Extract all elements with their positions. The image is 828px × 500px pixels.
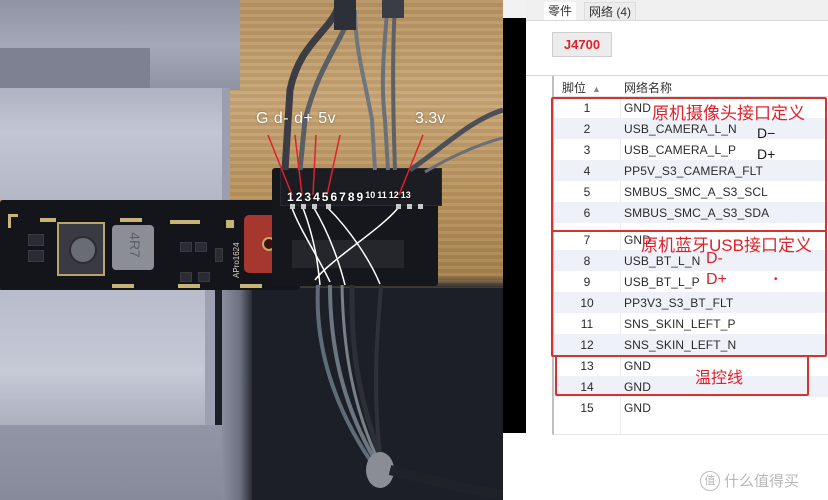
bluetooth-dplus-label: D+ xyxy=(706,271,727,288)
tab-bar: 零件 网络 (4) xyxy=(526,0,828,21)
connector-pin-numbers: 1 2 3 4 5 6 7 8 9 10 11 12 13 xyxy=(287,190,411,204)
pin-number: 8 xyxy=(347,190,355,204)
stray-dot: • xyxy=(774,274,778,285)
wires-and-pointers xyxy=(267,0,503,488)
bluetooth-dminus-label: D- xyxy=(706,250,723,267)
thermal-annotation-title: 温控线 xyxy=(695,370,744,387)
table-header: 脚位▲ 网络名称 xyxy=(554,76,828,97)
pin-number: 7 xyxy=(339,190,346,204)
pin-number: 1 xyxy=(287,190,294,204)
pin-number: 13 xyxy=(400,190,411,200)
metal-housing-edge xyxy=(222,290,252,500)
camera-sensor xyxy=(57,222,105,276)
camera-lens-icon xyxy=(69,236,97,264)
pin-number: 9 xyxy=(356,190,364,204)
camera-dminus-label: D− xyxy=(757,125,776,141)
watermark: 值 什么值得买 xyxy=(700,470,799,491)
inductor-component: 4R7 xyxy=(112,225,154,270)
divider xyxy=(526,75,828,76)
thermal-annotation-box xyxy=(555,355,809,396)
hardware-photo: 4R7 APro1624 xyxy=(0,0,503,500)
watermark-logo-icon: 值 xyxy=(700,470,720,491)
pin-number: 2 xyxy=(295,190,303,204)
pin-number: 3 xyxy=(304,190,312,204)
metal-housing-block xyxy=(0,88,230,200)
metal-housing-bottom xyxy=(0,425,230,500)
column-header-net-name[interactable]: 网络名称 xyxy=(624,81,673,95)
panel-separator-bar xyxy=(503,18,526,433)
tab-nets[interactable]: 网络 (4) xyxy=(584,2,637,20)
tab-components[interactable]: 零件 xyxy=(544,2,577,20)
column-header-pin[interactable]: 脚位▲ xyxy=(562,81,601,95)
pin-number: 4 xyxy=(313,190,320,204)
metal-housing-step xyxy=(0,48,150,88)
watermark-text: 什么值得买 xyxy=(724,473,800,490)
pin-number: 11 xyxy=(377,190,387,200)
panel-gutter xyxy=(503,0,526,18)
signal-label-3v3: 3.3v xyxy=(415,110,446,127)
bluetooth-annotation-title: 原机蓝牙USB接口定义 xyxy=(641,236,812,255)
camera-dplus-label: D+ xyxy=(757,146,776,162)
camera-pcb: 4R7 APro1624 xyxy=(0,200,300,290)
sort-ascending-icon[interactable]: ▲ xyxy=(592,84,601,94)
metal-housing-lower xyxy=(0,290,215,425)
pin-number: 6 xyxy=(330,190,338,204)
pin-number: 10 xyxy=(365,190,376,200)
signal-labels: G d- d+ 5v xyxy=(256,110,337,127)
pin-number: 12 xyxy=(388,190,399,200)
component-id-badge[interactable]: J4700 xyxy=(552,32,612,57)
camera-annotation-title: 原机摄像头接口定义 xyxy=(652,104,805,123)
pin-number: 5 xyxy=(321,190,329,204)
fpc-connector xyxy=(280,168,442,206)
